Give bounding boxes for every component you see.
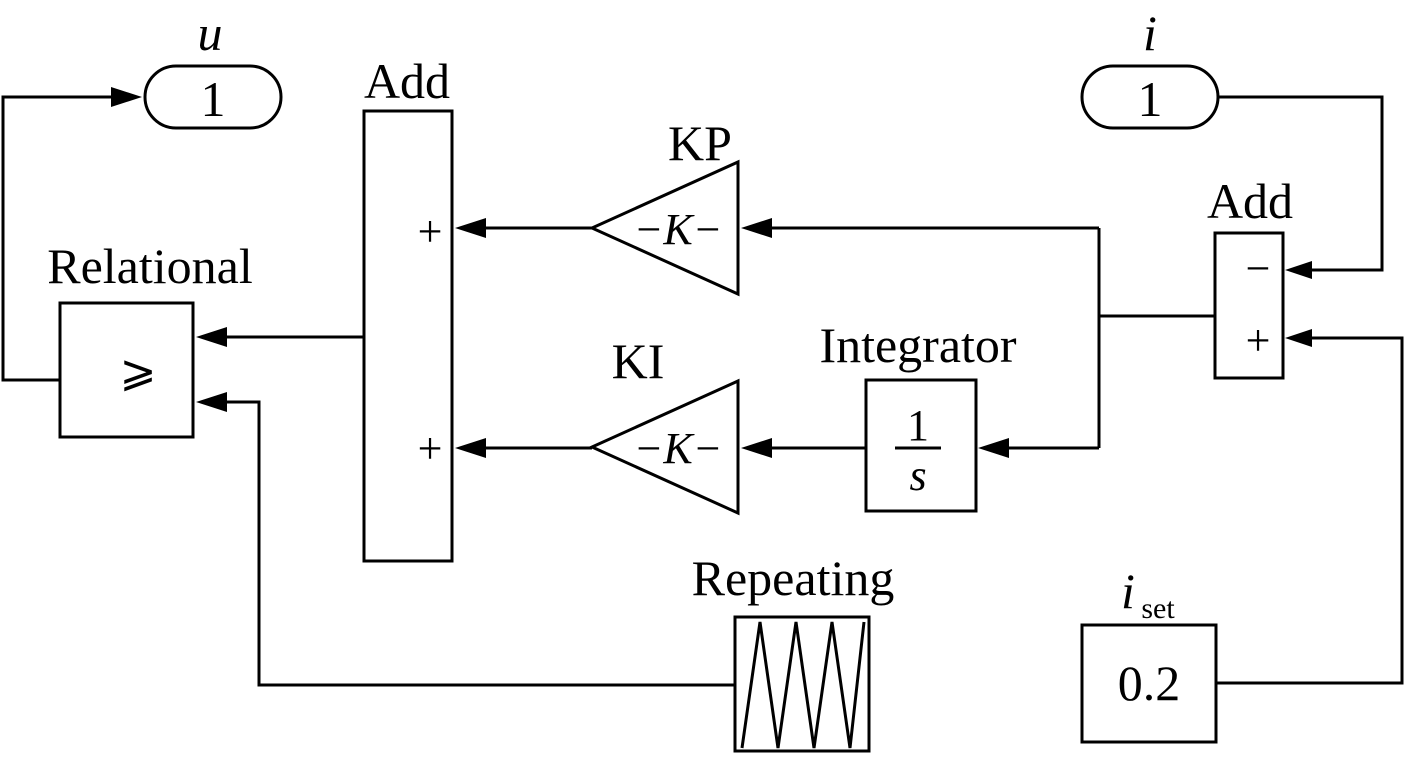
add-right-sign-2: +	[1246, 316, 1271, 365]
integrator-denominator: s	[909, 451, 926, 500]
add-right-label: Add	[1207, 173, 1293, 229]
outport-u-label: u	[198, 5, 223, 61]
gain-kp-label: KP	[668, 115, 732, 171]
add-left-sign-2: +	[418, 424, 443, 473]
add-right-sign-1: −	[1246, 244, 1271, 293]
relational-body[interactable]	[58, 301, 195, 439]
gain-ki-symbol: −K−	[634, 424, 723, 473]
gain-ki-triangle[interactable]	[588, 378, 740, 516]
inport-i-value: 1	[1138, 71, 1163, 127]
arrow-kp-in	[741, 218, 772, 238]
arrow-add-left-2	[455, 438, 486, 458]
wire-iset-to-add-plus	[1216, 336, 1404, 685]
relational-block[interactable]: Relational ⩾	[47, 238, 253, 439]
arrow-outport-u	[111, 87, 142, 107]
arrow-integrator-in	[978, 438, 1009, 458]
arrow-add-left-1	[455, 218, 486, 238]
add-block-right[interactable]: Add − +	[1207, 173, 1293, 380]
outport-u-body[interactable]	[143, 64, 283, 130]
arrow-ki-in	[741, 438, 772, 458]
outport-u[interactable]: 1 u	[143, 5, 283, 130]
relational-operator: ⩾	[120, 347, 157, 396]
add-left-label: Add	[364, 53, 450, 109]
arrow-add-minus	[1285, 261, 1312, 279]
sawtooth-icon	[740, 621, 866, 749]
gain-kp[interactable]: KP −K−	[588, 115, 740, 297]
constant-iset[interactable]: i set 0.2	[1080, 563, 1218, 744]
constant-iset-subscript: set	[1141, 592, 1175, 625]
relational-label: Relational	[47, 238, 253, 294]
constant-iset-label: i	[1121, 563, 1135, 619]
add-right-body[interactable]	[1213, 231, 1285, 380]
signal-lines	[1, 87, 1404, 687]
wire-i-to-add-minus	[1218, 95, 1384, 272]
wire-repeating-to-relational	[226, 400, 735, 687]
repeating-label: Repeating	[692, 550, 895, 606]
repeating-block[interactable]: Repeating	[692, 550, 895, 753]
integrator-numerator: 1	[907, 401, 929, 450]
gain-kp-triangle[interactable]	[588, 159, 740, 297]
add-block-left[interactable]: Add + +	[362, 53, 454, 563]
integrator-body[interactable]	[864, 378, 978, 513]
integrator-label: Integrator	[819, 317, 1016, 373]
arrow-relational-in-2	[196, 392, 227, 412]
outport-u-value: 1	[201, 71, 226, 127]
add-left-sign-1: +	[418, 207, 443, 256]
wire-relational-to-u	[1, 95, 112, 382]
add-left-body[interactable]	[362, 109, 454, 563]
constant-iset-value: 0.2	[1118, 655, 1181, 711]
arrow-add-plus	[1285, 329, 1312, 347]
gain-ki-label: KI	[612, 333, 665, 389]
integrator-block[interactable]: Integrator 1 s	[819, 317, 1017, 513]
inport-i[interactable]: 1 i	[1080, 5, 1220, 130]
inport-i-label: i	[1143, 5, 1157, 61]
arrow-relational-in-1	[196, 327, 227, 347]
gain-ki[interactable]: KI −K−	[588, 333, 740, 516]
gain-kp-symbol: −K−	[634, 205, 723, 254]
